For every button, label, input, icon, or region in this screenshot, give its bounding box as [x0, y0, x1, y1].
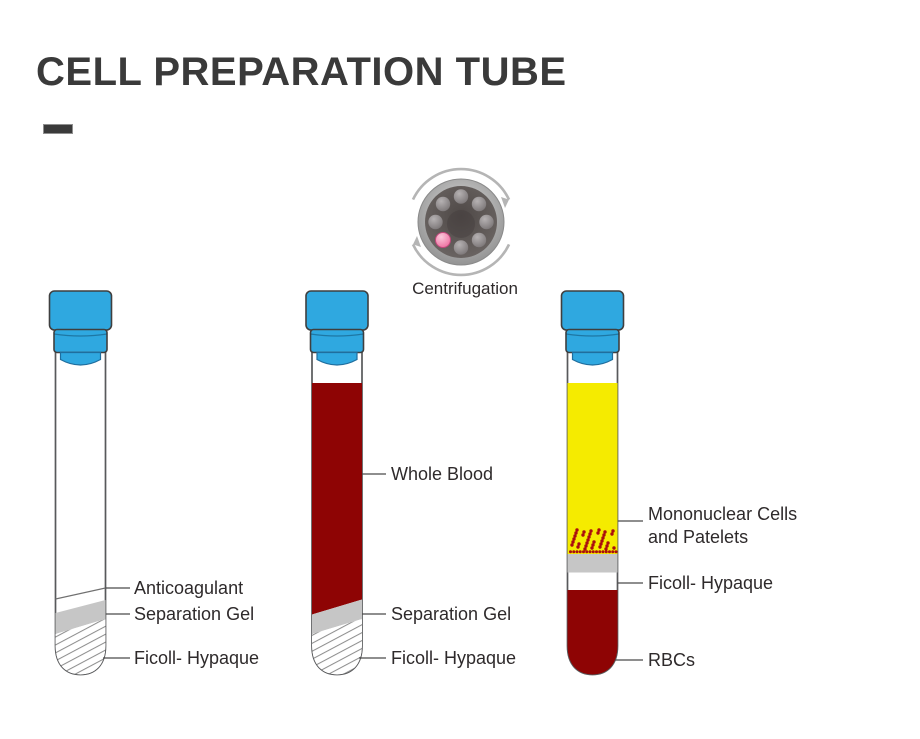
mononuclear-dots	[569, 528, 618, 554]
whole-blood-layer	[312, 383, 362, 615]
ficoll-hypaque-label: Ficoll- Hypaque	[391, 648, 517, 668]
pink-sample-well	[435, 232, 451, 248]
rotation-arrows-icon	[411, 167, 511, 277]
rbcs-label: RBCs	[648, 650, 696, 670]
plasma-layer	[567, 383, 618, 554]
page-title: CELL PREPARATION TUBE	[36, 50, 567, 94]
ficoll-hypaque-layer	[55, 619, 106, 675]
mononuclear-cells-label: Mononuclear Cells and Patelets	[648, 504, 798, 548]
anticoagulant-label: Anticoagulant	[134, 578, 244, 598]
tube-2-whole-blood	[305, 290, 386, 676]
title-underline	[43, 124, 73, 134]
ficoll-hypaque-layer	[312, 619, 362, 675]
centrifugation-icon	[411, 167, 511, 277]
separation-gel-label: Separation Gel	[391, 604, 512, 624]
separation-gel-layer	[55, 600, 106, 634]
tube-2-cap	[305, 290, 369, 366]
separation-gel-layer	[312, 599, 362, 634]
whole-blood-label: Whole Blood	[391, 464, 494, 484]
centrifuge-rotor-icon	[417, 178, 505, 266]
separation-gel-layer	[567, 554, 618, 573]
separation-gel-label: Separation Gel	[134, 604, 255, 624]
tube-3-cap	[560, 290, 625, 366]
tube-1-empty	[48, 290, 130, 676]
centrifugation-label: Centrifugation	[412, 279, 518, 298]
tube-1-cap	[48, 290, 113, 366]
ficoll-hypaque-label: Ficoll- Hypaque	[648, 573, 774, 593]
ficoll-hypaque-label: Ficoll- Hypaque	[134, 648, 260, 668]
tube-3-separated	[560, 290, 643, 676]
anticoagulant-layer	[55, 587, 106, 600]
rbc-layer	[567, 590, 618, 675]
